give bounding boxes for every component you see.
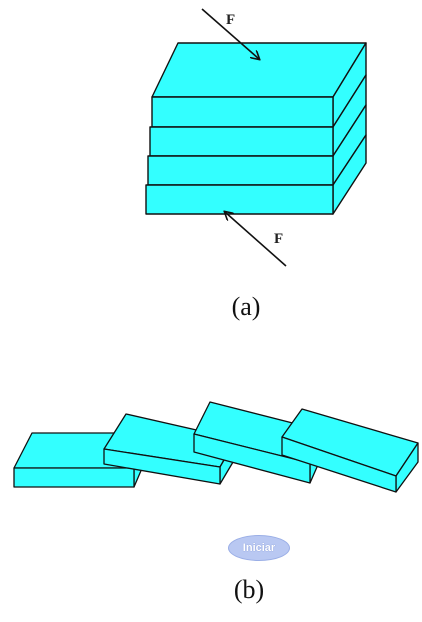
layer-2-front [149,126,334,157]
domino-1-front [13,467,135,488]
domino-block-4 [281,408,419,493]
force-label-top: F [226,12,235,28]
caption-b: (b) [233,575,265,604]
caption-a: (a) [231,292,261,321]
domino-4-front [281,436,397,493]
domino-row [13,401,419,493]
force-arrow-bottom [225,212,287,267]
layer-3-front [147,155,334,186]
layer-stack [145,42,367,215]
start-button[interactable]: Iniciar [228,535,290,561]
layer-1-front [151,96,334,128]
force-label-bottom: F [274,231,283,247]
domino-3-front [193,433,311,484]
force-arrow-top [201,8,259,59]
layer-4-front [145,184,334,215]
stack-top-face [151,42,367,98]
domino-2-front [103,448,221,485]
